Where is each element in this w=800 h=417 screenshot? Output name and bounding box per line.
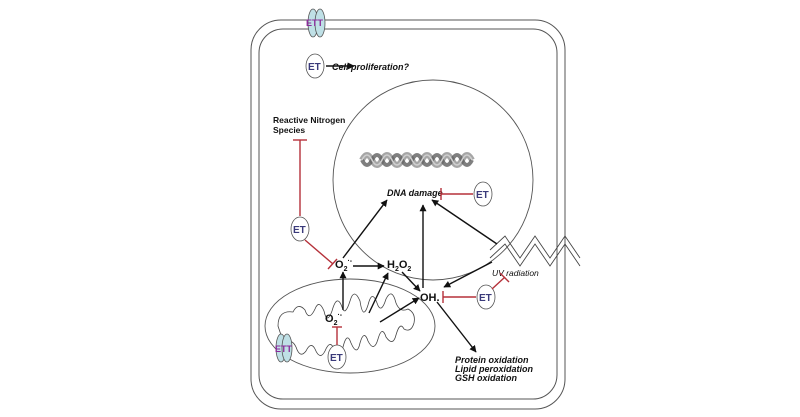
- nucleus: [332, 79, 534, 281]
- arrow-uv-to-dna: [431, 199, 498, 245]
- ett-label: ETT: [275, 344, 293, 354]
- et-node-proliferation: ET: [305, 53, 325, 79]
- outcome-lipid-peroxidation: Lipid peroxidation: [455, 364, 534, 374]
- mitochondrial-cristae: [277, 293, 415, 356]
- uv-radiation-label: UV radiation: [492, 268, 539, 278]
- inhibit-et-to-uv: [491, 272, 510, 290]
- mitochondrion: [264, 278, 436, 374]
- hydroxyl-radical-label: OH.: [420, 292, 440, 304]
- ett-transporter-plasma-membrane: ETT: [306, 8, 326, 38]
- inhibit-et-to-o2: [304, 239, 338, 270]
- et-node-oh: ET: [476, 284, 496, 310]
- cell-inner-membrane: [258, 28, 558, 400]
- outcome-gsh-oxidation: GSH oxidation: [455, 373, 518, 383]
- svg-text:ET: ET: [330, 353, 343, 364]
- svg-text:ET: ET: [308, 62, 321, 73]
- inhibit-et-to-rns: [293, 139, 307, 216]
- et-node-rns: ET: [290, 216, 310, 242]
- et-node-mito: ET: [327, 344, 347, 370]
- ett-label: ETT: [306, 18, 324, 28]
- dna-helix-icon: [359, 152, 475, 168]
- inhibit-et-to-dna: [440, 188, 473, 200]
- et-node-dna: ET: [473, 181, 493, 207]
- arrow-h2o2-to-oh: [401, 271, 421, 292]
- outcome-protein-oxidation: Protein oxidation: [455, 355, 529, 365]
- svg-text:H2O2: H2O2: [387, 259, 411, 273]
- arrow-o2-to-dna: [342, 199, 388, 259]
- svg-text:ET: ET: [479, 293, 492, 304]
- inhibition-lines: [293, 139, 510, 345]
- ett-transporter-mitochondria: ETT: [275, 333, 293, 363]
- arrow-mito-to-h2o2: [368, 272, 389, 314]
- uv-radiation-zigzag-icon: [489, 235, 581, 267]
- superoxide-mito-label: O2·-: [325, 312, 343, 327]
- h2o2-label: H2O2: [387, 259, 411, 273]
- cell-proliferation-label: Cell proliferation?: [332, 62, 410, 72]
- activation-arrows: [326, 62, 498, 353]
- cell-outer-membrane: [250, 19, 566, 410]
- arrow-mito-to-oh: [379, 297, 420, 323]
- svg-text:O2·-: O2·-: [335, 258, 353, 273]
- superoxide-cytosol-label: O2·-: [335, 258, 353, 273]
- inhibit-et-to-oh: [442, 291, 476, 303]
- arrow-uv-to-oh: [443, 261, 493, 288]
- svg-text:ET: ET: [293, 225, 306, 236]
- rns-label-line1: Reactive Nitrogen: [273, 115, 345, 125]
- rns-label-line2: Species: [273, 125, 305, 135]
- inhibit-et-to-mito-o2: [332, 326, 342, 345]
- dna-damage-label: DNA damage: [387, 188, 443, 198]
- arrow-oh-to-outcomes: [436, 301, 477, 353]
- svg-text:ET: ET: [476, 190, 489, 201]
- svg-text:O2·-: O2·-: [325, 312, 343, 327]
